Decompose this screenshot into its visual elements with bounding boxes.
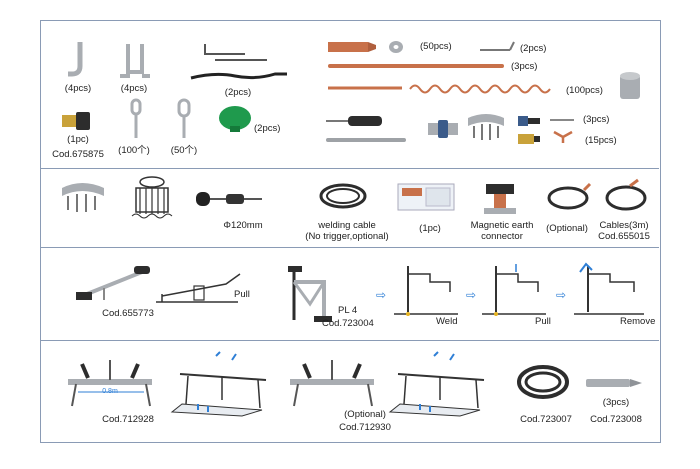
screw-icon [550, 119, 574, 121]
step-arrow-1: ⇨ [376, 288, 387, 302]
bracket-double-quantity: (4pcs) [120, 83, 148, 94]
suction-cup-quantity: (2pcs) [254, 123, 281, 134]
bridge-dim-label: 0.8m [102, 388, 118, 395]
section-divider-3 [40, 340, 659, 341]
lever-pull-label: Pull [234, 289, 250, 300]
electrode-tip-code: Cod.723008 [590, 414, 642, 425]
electrode-tip-quantity: (3pcs) [602, 397, 630, 408]
washer-quantity: (50pcs) [420, 41, 452, 52]
bridge-puller-code: Cod.712928 [102, 414, 154, 425]
hook-rod-quantity: (2pcs) [224, 87, 252, 98]
bridge-puller-optional-icon [290, 360, 374, 407]
key-puller-quantity: (100个) [118, 145, 150, 156]
welding-tip-code: Cod.675875 [52, 149, 104, 160]
hook-pin-quantity: (2pcs) [520, 43, 547, 54]
step-weld-label: Weld [436, 316, 458, 327]
parts-box-icon [397, 183, 455, 211]
weight-cylinder-icon [620, 72, 640, 99]
copper-tip-icon [328, 42, 376, 52]
section-divider-2 [40, 247, 659, 248]
key-puller-large-quantity: (50个) [170, 145, 198, 156]
copper-rod-quantity: (3pcs) [511, 61, 538, 72]
lever-diagram-icon [156, 273, 241, 303]
pl4-code: Cod.723004 [322, 318, 374, 329]
catalog-frame [40, 20, 661, 443]
welding-cable-label: welding cable [318, 220, 376, 231]
connector-icon [428, 120, 458, 138]
magnetic-earth-label: Magnetic earth [470, 220, 534, 231]
coil-cable-icon [517, 365, 569, 399]
step-arrow-3: ⇨ [556, 288, 567, 302]
bracket-quantity: (4pcs) [64, 83, 92, 94]
welding-cable-icon [319, 183, 367, 209]
wave-wire-quantity: (100pcs) [566, 85, 603, 96]
magnetic-earth-icon [484, 184, 516, 214]
screwdriver-icon [326, 116, 382, 126]
stud-icon [553, 130, 573, 143]
step-remove-diagram [574, 262, 644, 315]
bracket-double-icon [120, 44, 150, 78]
parts-box-quantity: (1pc) [419, 223, 441, 234]
hook-rod-icon [190, 44, 287, 80]
pl4-label: PL 4 [338, 305, 358, 316]
bridge-optional-code: Cod.712930 [339, 422, 391, 433]
step-pull-diagram [482, 264, 546, 316]
ground-clamp-icon [518, 134, 540, 144]
bracket-icon [68, 42, 83, 77]
section-divider-1 [40, 168, 659, 169]
bridge-puller-icon [68, 360, 152, 407]
slide-rod-icon [326, 138, 406, 142]
lever-puller-code: Cod.655773 [102, 308, 154, 319]
bridge-usage-diagram [170, 351, 267, 417]
bridge-optional-label: (Optional) [344, 409, 386, 420]
optional-cable-label: (Optional) [546, 223, 588, 234]
slide-hammer-icon [196, 192, 262, 206]
optional-cable-icon [547, 182, 592, 210]
bridge-usage-diagram-2 [388, 351, 485, 417]
small-clamp-icon [518, 116, 540, 126]
step-remove-label: Remove [620, 316, 656, 327]
step-pull-label: Pull [535, 316, 551, 327]
step-arrow-2: ⇨ [466, 288, 477, 302]
welding-tip-quantity: (1pc) [67, 134, 89, 145]
stud-quantity: (15pcs) [585, 135, 617, 146]
washer-icon [389, 41, 403, 53]
multi-hook-puller-icon [62, 183, 104, 212]
key-puller-icon [130, 98, 142, 138]
hook-pin-icon [480, 41, 515, 51]
multi-hook-icon [468, 114, 504, 140]
electrode-tip-icon [586, 379, 642, 387]
diameter-label: Φ120mm [223, 220, 263, 231]
cables-3m-icon [605, 178, 647, 211]
welding-cable-note: (No trigger,optional) [305, 231, 389, 242]
coil-cable-code: Cod.723007 [520, 414, 572, 425]
lever-puller-icon [76, 266, 150, 300]
pl4-puller-icon [288, 266, 332, 322]
cables-3m-label: Cables(3m) [599, 220, 649, 231]
welding-tip-icon [62, 112, 90, 130]
key-puller-large-icon [177, 98, 191, 138]
suction-cup-icon [219, 106, 251, 132]
wave-wire-icon [328, 84, 551, 94]
screw-quantity: (3pcs) [583, 114, 610, 125]
wiggle-wire-puller-icon [131, 176, 173, 219]
step-weld-diagram [394, 266, 458, 316]
cables-3m-code: Cod.655015 [598, 231, 650, 242]
copper-rod-icon [328, 64, 504, 68]
magnetic-earth-label-2: connector [481, 231, 523, 242]
